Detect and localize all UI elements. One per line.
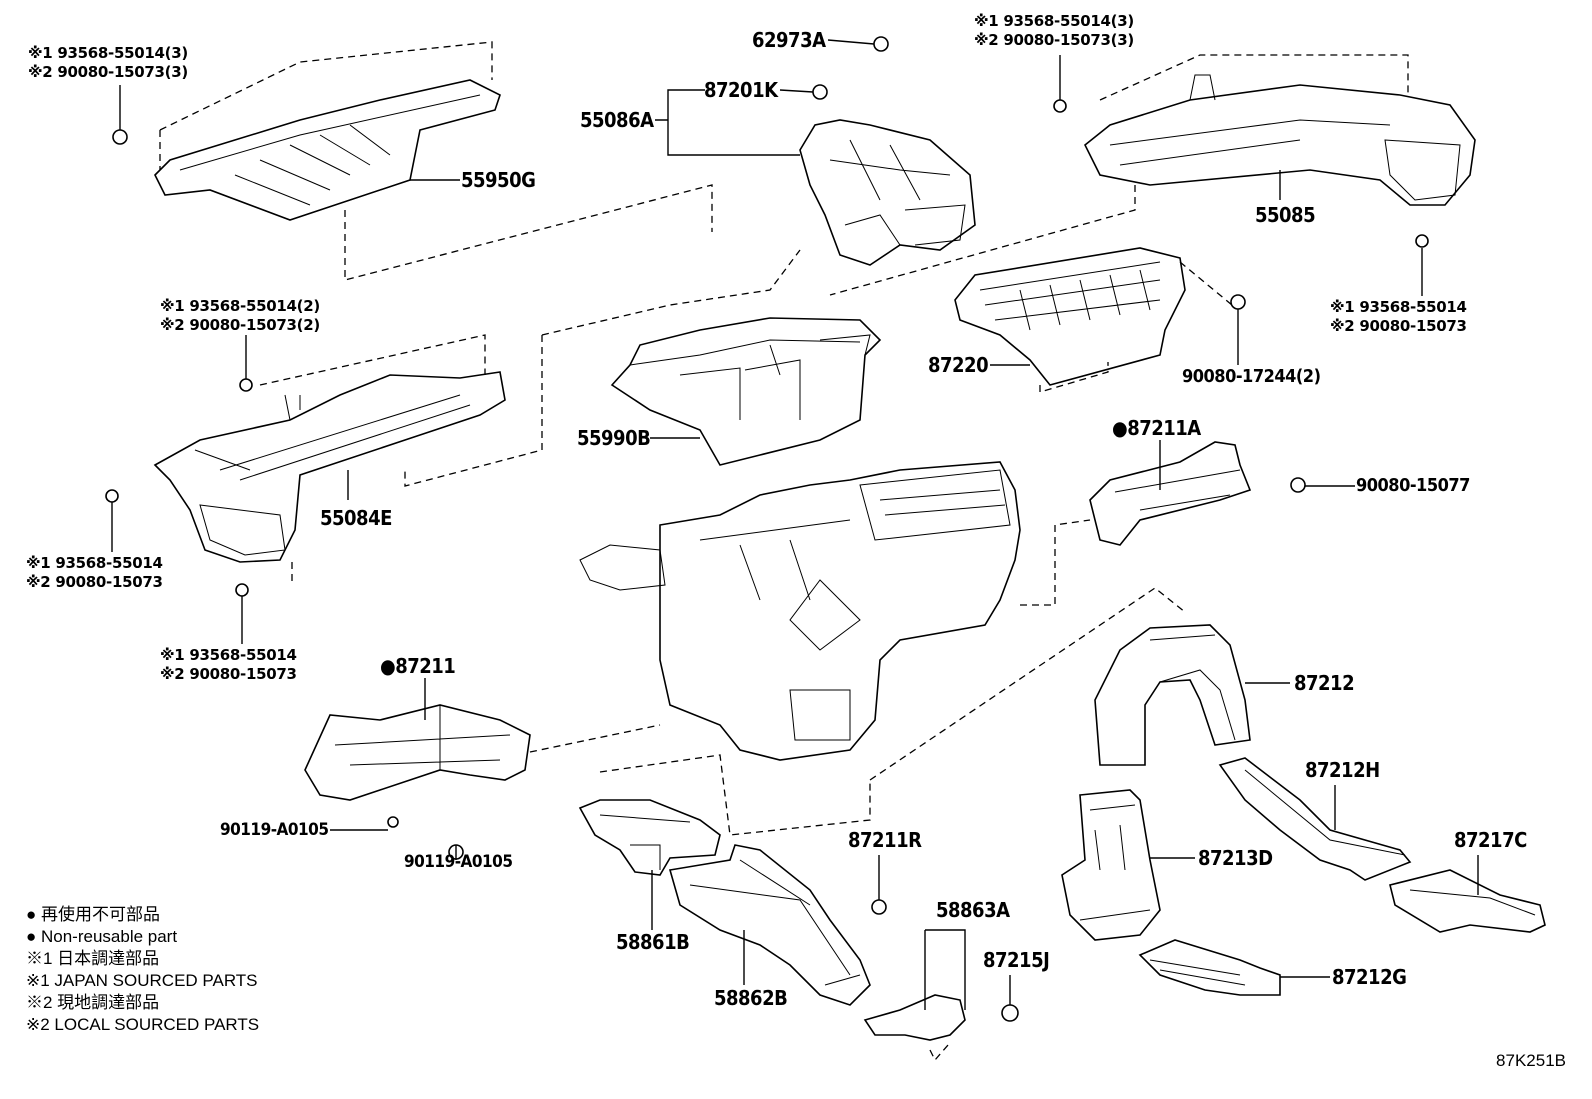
label-55084e: 55084E (320, 506, 392, 530)
fastener-screws (105, 36, 1429, 1022)
label-87201k: 87201K (704, 78, 778, 102)
label-58862b: 58862B (714, 986, 788, 1010)
label-87220: 87220 (928, 353, 989, 377)
fastener-line: ※1 93568-55014 (160, 646, 297, 664)
label-87217c: 87217C (1454, 828, 1527, 852)
fastener-line: ※1 93568-55014(2) (160, 297, 320, 315)
fastener-line: ※2 90080-15073 (1330, 317, 1467, 335)
heater-unit (579, 461, 1021, 761)
label-55085: 55085 (1255, 203, 1316, 227)
label-87212: 87212 (1294, 671, 1355, 695)
fastener-line: ※2 90080-15073(3) (974, 31, 1134, 49)
label-55990b: 55990B (577, 426, 651, 450)
legend-item: ※2 現地調達部品 (26, 993, 160, 1012)
fastener-line: ※1 93568-55014 (26, 554, 163, 572)
diagram-code: 87K251B (1496, 1051, 1566, 1070)
duct-87212h (1218, 757, 1412, 881)
label-58861b: 58861B (616, 930, 690, 954)
fastener-line: ※2 90080-15073(3) (28, 63, 188, 81)
duct-58863a (863, 994, 966, 1041)
label-90119-a0105-right: 90119-A0105 (404, 852, 513, 872)
fastener-line: ※2 90080-15073(2) (160, 316, 320, 334)
label-90080-17244: 90080-17244(2) (1182, 366, 1321, 387)
legend: ● 再使用不可部品 ● Non-reusable part ※1 日本調達部品 … (26, 904, 259, 1036)
label-55950g: 55950G (461, 168, 536, 192)
legend-item: ● Non-reusable part (26, 927, 178, 946)
fastener-callout-topright: ※1 93568-55014(3) ※2 90080-15073(3) (974, 12, 1134, 50)
label-58863a: 58863A (936, 898, 1010, 922)
fastener-line: ※1 93568-55014 (1330, 298, 1467, 316)
fastener-callout-topleft: ※1 93568-55014(3) ※2 90080-15073(3) (28, 44, 188, 82)
label-55086a: 55086A (580, 108, 654, 132)
fastener-callout-midleft: ※1 93568-55014(2) ※2 90080-15073(2) (160, 297, 320, 335)
duct-55084e (153, 371, 506, 563)
duct-87213d (1061, 789, 1161, 941)
box-55990b (610, 317, 882, 466)
label-90119-a0105-left: 90119-A0105 (220, 820, 329, 840)
label-87211r: 87211R (848, 828, 922, 852)
fastener-line: ※2 90080-15073 (26, 573, 163, 591)
legend-item: ※1 JAPAN SOURCED PARTS (26, 971, 258, 990)
label-87211: ●87211 (380, 654, 456, 678)
duct-55085 (1083, 74, 1476, 206)
label-62973a: 62973A (752, 28, 826, 52)
leader-lines (111, 39, 1479, 1010)
bracket-87211 (304, 704, 531, 801)
label-87212g: 87212G (1332, 965, 1407, 989)
grille-87220 (954, 247, 1186, 386)
fastener-line: ※1 93568-55014(3) (28, 44, 188, 62)
duct-55086a (799, 119, 976, 266)
bracket-87211a (1089, 441, 1252, 546)
fastener-line: ※2 90080-15073 (160, 665, 297, 683)
label-87213d: 87213D (1198, 846, 1273, 870)
label-87211a: ●87211A (1112, 416, 1201, 440)
label-90080-15077: 90080-15077 (1356, 475, 1470, 496)
duct-87217c (1389, 869, 1546, 933)
duct-58862b (668, 844, 871, 1006)
fastener-callout-left2: ※1 93568-55014 ※2 90080-15073 (160, 646, 297, 684)
duct-58861b (578, 799, 721, 876)
duct-55950g (154, 79, 501, 221)
fastener-line: ※1 93568-55014(3) (974, 12, 1134, 30)
fastener-callout-right: ※1 93568-55014 ※2 90080-15073 (1330, 298, 1467, 336)
legend-item: ● 再使用不可部品 (26, 905, 160, 924)
label-87212h: 87212H (1305, 758, 1380, 782)
fastener-callout-left1: ※1 93568-55014 ※2 90080-15073 (26, 554, 163, 592)
legend-item: ※1 日本調達部品 (26, 949, 160, 968)
duct-87212 (1094, 624, 1251, 766)
duct-87212g (1138, 939, 1281, 996)
label-87215j: 87215J (983, 948, 1050, 972)
legend-item: ※2 LOCAL SOURCED PARTS (26, 1015, 260, 1034)
